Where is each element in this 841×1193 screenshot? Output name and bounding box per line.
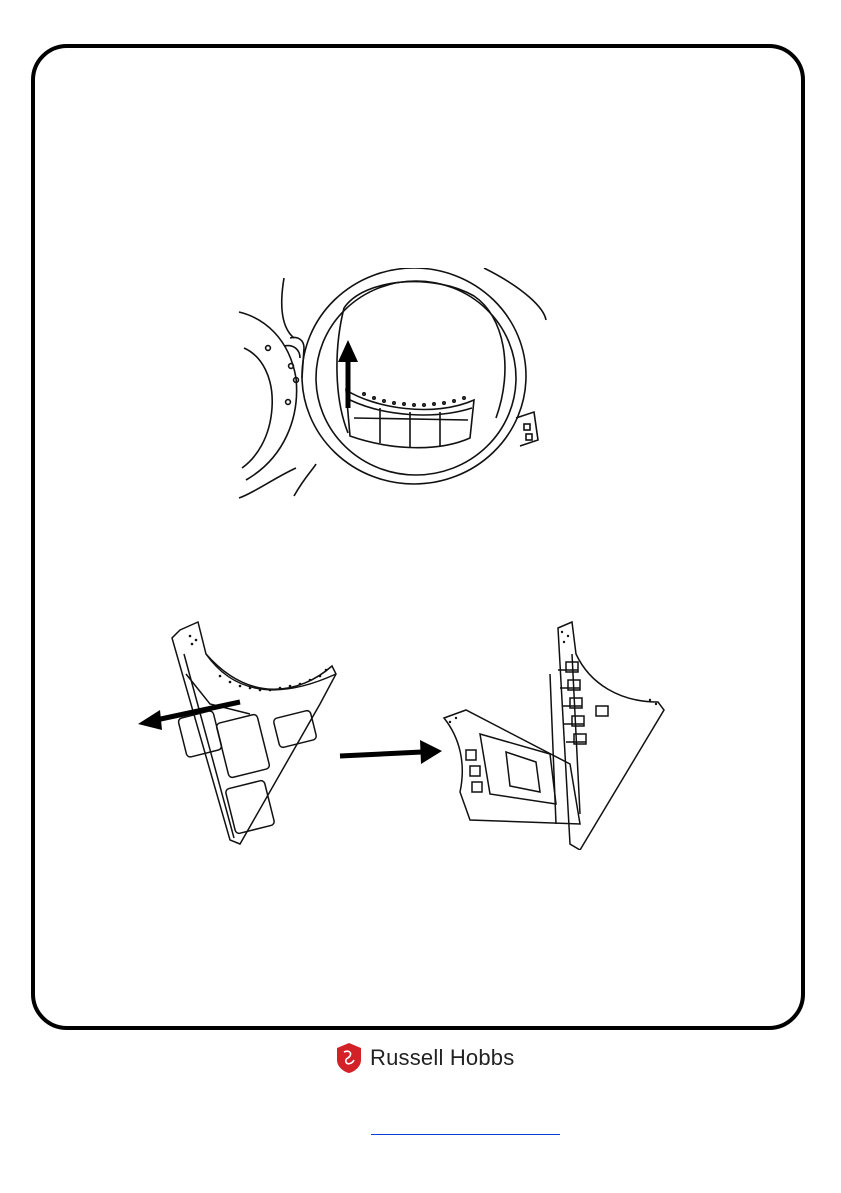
dryer-door-filter-removal-illustration xyxy=(234,268,554,503)
brand-name: Russell Hobbs xyxy=(370,1045,514,1071)
russell-hobbs-logo: Russell Hobbs xyxy=(336,1039,514,1077)
russell-hobbs-emblem-icon xyxy=(336,1042,362,1074)
footer-link[interactable] xyxy=(371,1133,560,1135)
page-frame xyxy=(31,44,805,1030)
filter-open-illustration xyxy=(110,614,690,850)
